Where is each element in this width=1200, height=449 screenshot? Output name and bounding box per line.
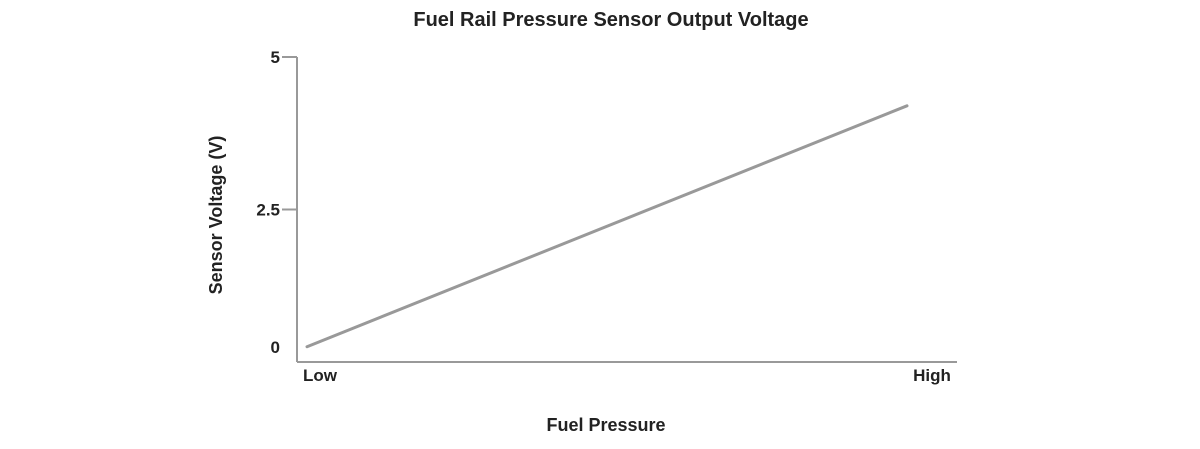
y-tick-label-0: 0 xyxy=(271,338,280,357)
chart-title: Fuel Rail Pressure Sensor Output Voltage xyxy=(413,9,808,31)
y-tick-label-2-5: 2.5 xyxy=(256,201,280,220)
y-axis-label: Sensor Voltage (V) xyxy=(206,136,226,295)
x-tick-label-high: High xyxy=(913,366,951,385)
y-ticks: 02.55 xyxy=(256,48,297,357)
x-tick-label-low: Low xyxy=(303,366,338,385)
x-axis-label: Fuel Pressure xyxy=(546,415,665,435)
series-layer xyxy=(305,104,909,349)
series-line-0 xyxy=(305,104,909,349)
y-tick-label-5: 5 xyxy=(271,48,280,67)
